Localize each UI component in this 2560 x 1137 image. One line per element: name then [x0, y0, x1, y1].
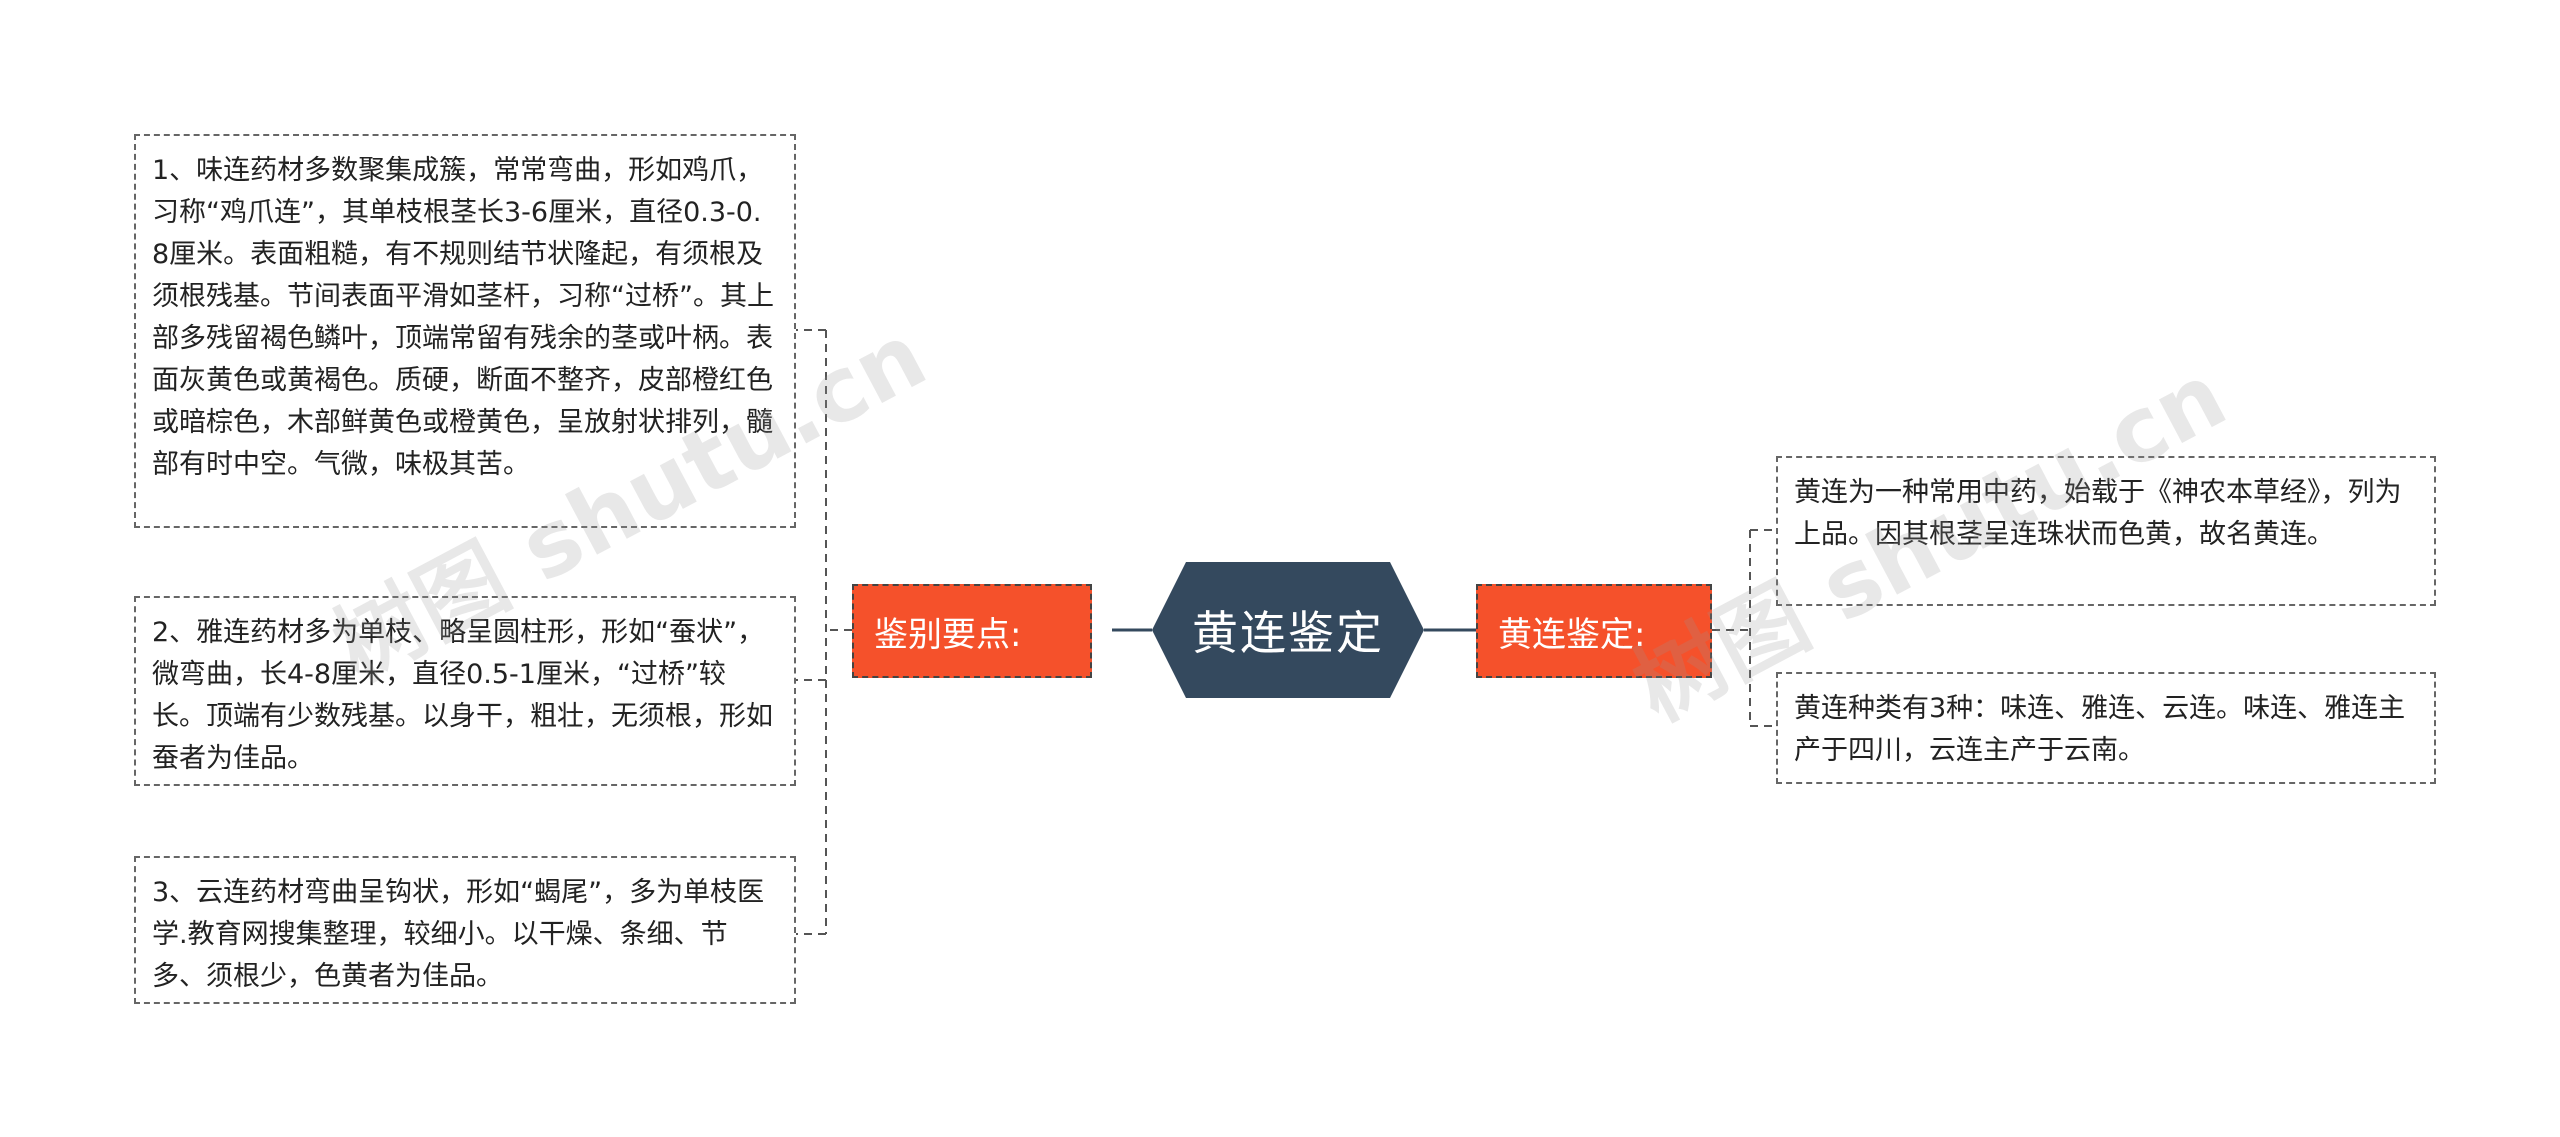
- center-node-shape: [1152, 562, 1424, 698]
- leaf-intro: 黄连为一种常用中药，始载于《神农本草经》，列为上品。因其根茎呈连珠状而色黄，故名…: [1776, 456, 2436, 606]
- leaf-yunlian: 3、云连药材弯曲呈钩状，形如“蝎尾”，多为单枝医学.教育网搜集整理，较细小。以干…: [134, 856, 796, 1004]
- center-node-title[interactable]: 黄连鉴定: [1192, 606, 1384, 660]
- branch-huanglian-identification[interactable]: 黄连鉴定:: [1476, 584, 1712, 678]
- leaf-weilian: 1、味连药材多数聚集成簇，常常弯曲，形如鸡爪，习称“鸡爪连”，其单枝根茎长3-6…: [134, 134, 796, 528]
- leaf-yalian: 2、雅连药材多为单枝、略呈圆柱形，形如“蚕状”，微弯曲，长4-8厘米，直径0.5…: [134, 596, 796, 786]
- branch-identification-points[interactable]: 鉴别要点:: [852, 584, 1092, 678]
- left-bracket: [796, 329, 852, 935]
- right-bracket: [1712, 529, 1776, 727]
- leaf-varieties: 黄连种类有3种：味连、雅连、云连。味连、雅连主产于四川，云连主产于云南。: [1776, 672, 2436, 784]
